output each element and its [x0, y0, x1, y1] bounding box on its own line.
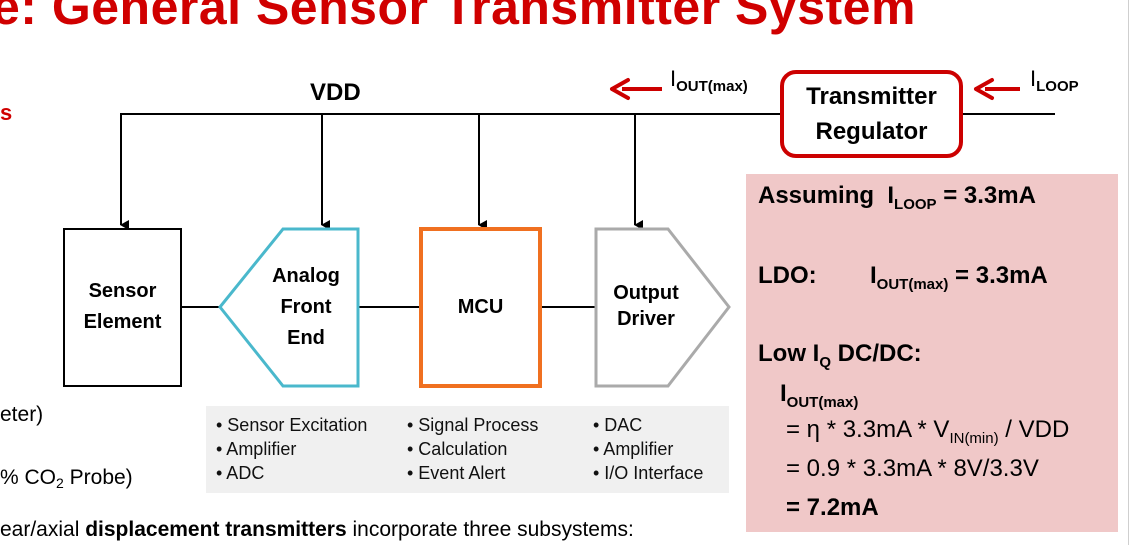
transmitter-regulator-block: Transmitter Regulator [780, 70, 963, 158]
ldo-value: IOUT(max) = 3.3mA [870, 262, 1048, 293]
regulator-line1: Transmitter [806, 83, 937, 110]
list-item: • Amplifier [216, 439, 297, 459]
output-driver-block [594, 227, 731, 388]
ldo-line: LDO: [758, 262, 817, 289]
bullets-background-output [589, 406, 729, 493]
left-fragment-1: eter) [0, 403, 44, 426]
sensor-element-block [63, 228, 182, 387]
left-fragment-2: % CO2 Probe) [0, 466, 133, 491]
left-red-fragment: s [0, 100, 13, 125]
slide-edge-divider [1128, 0, 1142, 545]
mcu-block [419, 227, 542, 388]
calculation-panel [746, 174, 1118, 532]
output-bullets: • DAC • Amplifier • I/O Interface [593, 413, 703, 485]
assuming-line: Assuming ILOOP = 3.3mA [758, 182, 1036, 213]
mcu-bullets: • Signal Process • Calculation • Event A… [407, 413, 538, 485]
iout-max-label: IOUT(max) [670, 66, 748, 95]
iloop-label: ILOOP [1030, 66, 1079, 95]
iloop-arrow [974, 78, 1020, 100]
list-item: • Sensor Excitation [216, 415, 368, 435]
bullets-background [206, 406, 606, 493]
list-item: • ADC [216, 463, 265, 483]
vdd-label: VDD [310, 79, 361, 106]
mcu-label: MCU [457, 296, 504, 318]
slide-title: e: General Sensor Transmitter System [0, 0, 916, 35]
regulator-line2: Regulator [815, 118, 928, 145]
list-item: • Amplifier [593, 439, 674, 459]
list-item: • I/O Interface [593, 463, 704, 483]
bottom-text-line: ear/axial displacement transmitters inco… [0, 518, 634, 541]
afe-bullets: • Sensor Excitation • Amplifier • ADC [216, 413, 367, 485]
low-iq-line: Low IQ DC/DC: [758, 340, 922, 371]
list-item: • Signal Process [407, 415, 539, 435]
afe-block [218, 227, 360, 388]
iout-max-term: IOUT(max) [780, 380, 859, 411]
equation-line-2: = 0.9 * 3.3mA * 8V/3.3V [786, 455, 1039, 482]
list-item: • Calculation [407, 439, 508, 459]
list-item: • DAC [593, 415, 643, 435]
equation-line-1: = η * 3.3mA * VIN(min) / VDD [786, 416, 1070, 447]
iout-arrow [610, 78, 662, 100]
list-item: • Event Alert [407, 463, 506, 483]
equation-result: = 7.2mA [786, 494, 879, 521]
